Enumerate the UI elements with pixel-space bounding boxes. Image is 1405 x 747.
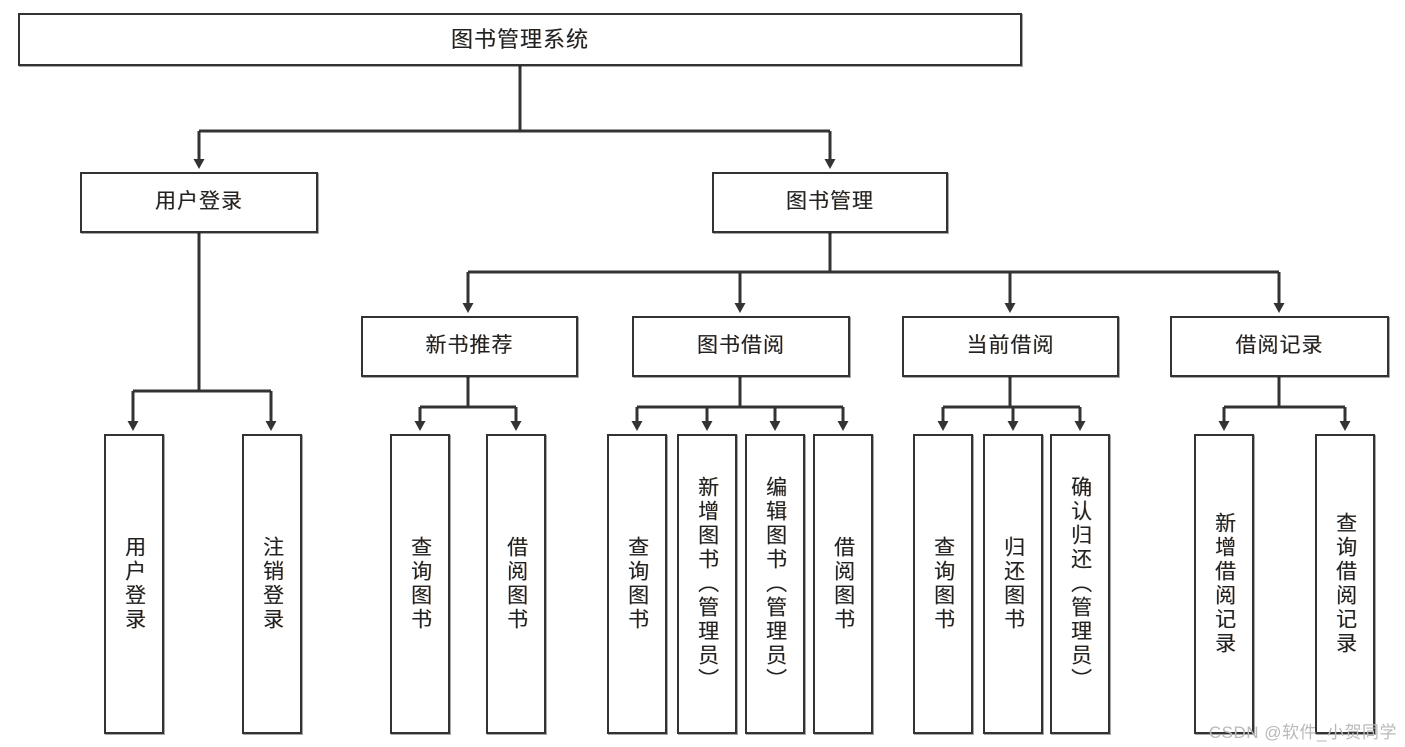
node-leaf-add-book[interactable]: 新增图书（管理员） [677, 434, 737, 734]
node-leaf-query-book-3-label: 查询图书 [931, 536, 955, 632]
node-leaf-query-book-1[interactable]: 查询图书 [390, 434, 450, 734]
node-borrow-record-label: 借阅记录 [1235, 334, 1324, 358]
node-leaf-borrow-book-1[interactable]: 借阅图书 [486, 434, 546, 734]
node-new-book-recommend[interactable]: 新书推荐 [361, 316, 578, 377]
node-user-login[interactable]: 用户登录 [80, 172, 318, 233]
node-leaf-edit-book-label: 编辑图书（管理员） [763, 476, 787, 692]
node-borrow-record[interactable]: 借阅记录 [1170, 316, 1389, 377]
node-book-manage[interactable]: 图书管理 [712, 172, 948, 233]
node-user-login-label: 用户登录 [155, 190, 243, 214]
node-current-borrow[interactable]: 当前借阅 [902, 316, 1119, 377]
node-leaf-borrow-book-2[interactable]: 借阅图书 [813, 434, 873, 734]
node-leaf-add-book-label: 新增图书（管理员） [695, 476, 719, 692]
node-leaf-query-book-2[interactable]: 查询图书 [607, 434, 667, 734]
node-book-borrow-label: 图书借阅 [697, 334, 785, 358]
node-book-manage-label: 图书管理 [786, 190, 874, 214]
node-leaf-borrow-book-1-label: 借阅图书 [504, 536, 528, 632]
node-new-book-recommend-label: 新书推荐 [425, 334, 514, 358]
node-leaf-query-book-3[interactable]: 查询图书 [913, 434, 973, 734]
node-leaf-query-book-2-label: 查询图书 [625, 536, 649, 632]
node-leaf-user-login-label: 用户登录 [122, 536, 146, 632]
node-leaf-confirm-return[interactable]: 确认归还（管理员） [1050, 434, 1110, 734]
node-leaf-return-book[interactable]: 归还图书 [983, 434, 1043, 734]
node-book-borrow[interactable]: 图书借阅 [632, 316, 850, 377]
node-leaf-user-logout-label: 注销登录 [260, 536, 284, 632]
node-leaf-user-logout[interactable]: 注销登录 [242, 434, 302, 734]
watermark-text: CSDN @软件_小贺同学 [1208, 723, 1397, 742]
node-leaf-edit-book[interactable]: 编辑图书（管理员） [745, 434, 805, 734]
node-current-borrow-label: 当前借阅 [966, 334, 1055, 358]
node-leaf-query-book-1-label: 查询图书 [408, 536, 432, 632]
node-root[interactable]: 图书管理系统 [18, 13, 1022, 66]
node-leaf-borrow-book-2-label: 借阅图书 [831, 536, 855, 632]
node-leaf-add-record-label: 新增借阅记录 [1212, 512, 1236, 656]
node-leaf-query-record[interactable]: 查询借阅记录 [1315, 434, 1375, 734]
node-root-label: 图书管理系统 [450, 26, 589, 52]
node-leaf-return-book-label: 归还图书 [1001, 536, 1025, 632]
node-leaf-add-record[interactable]: 新增借阅记录 [1194, 434, 1254, 734]
node-leaf-confirm-return-label: 确认归还（管理员） [1068, 476, 1092, 692]
node-leaf-query-record-label: 查询借阅记录 [1333, 512, 1357, 656]
node-leaf-user-login[interactable]: 用户登录 [104, 434, 164, 734]
